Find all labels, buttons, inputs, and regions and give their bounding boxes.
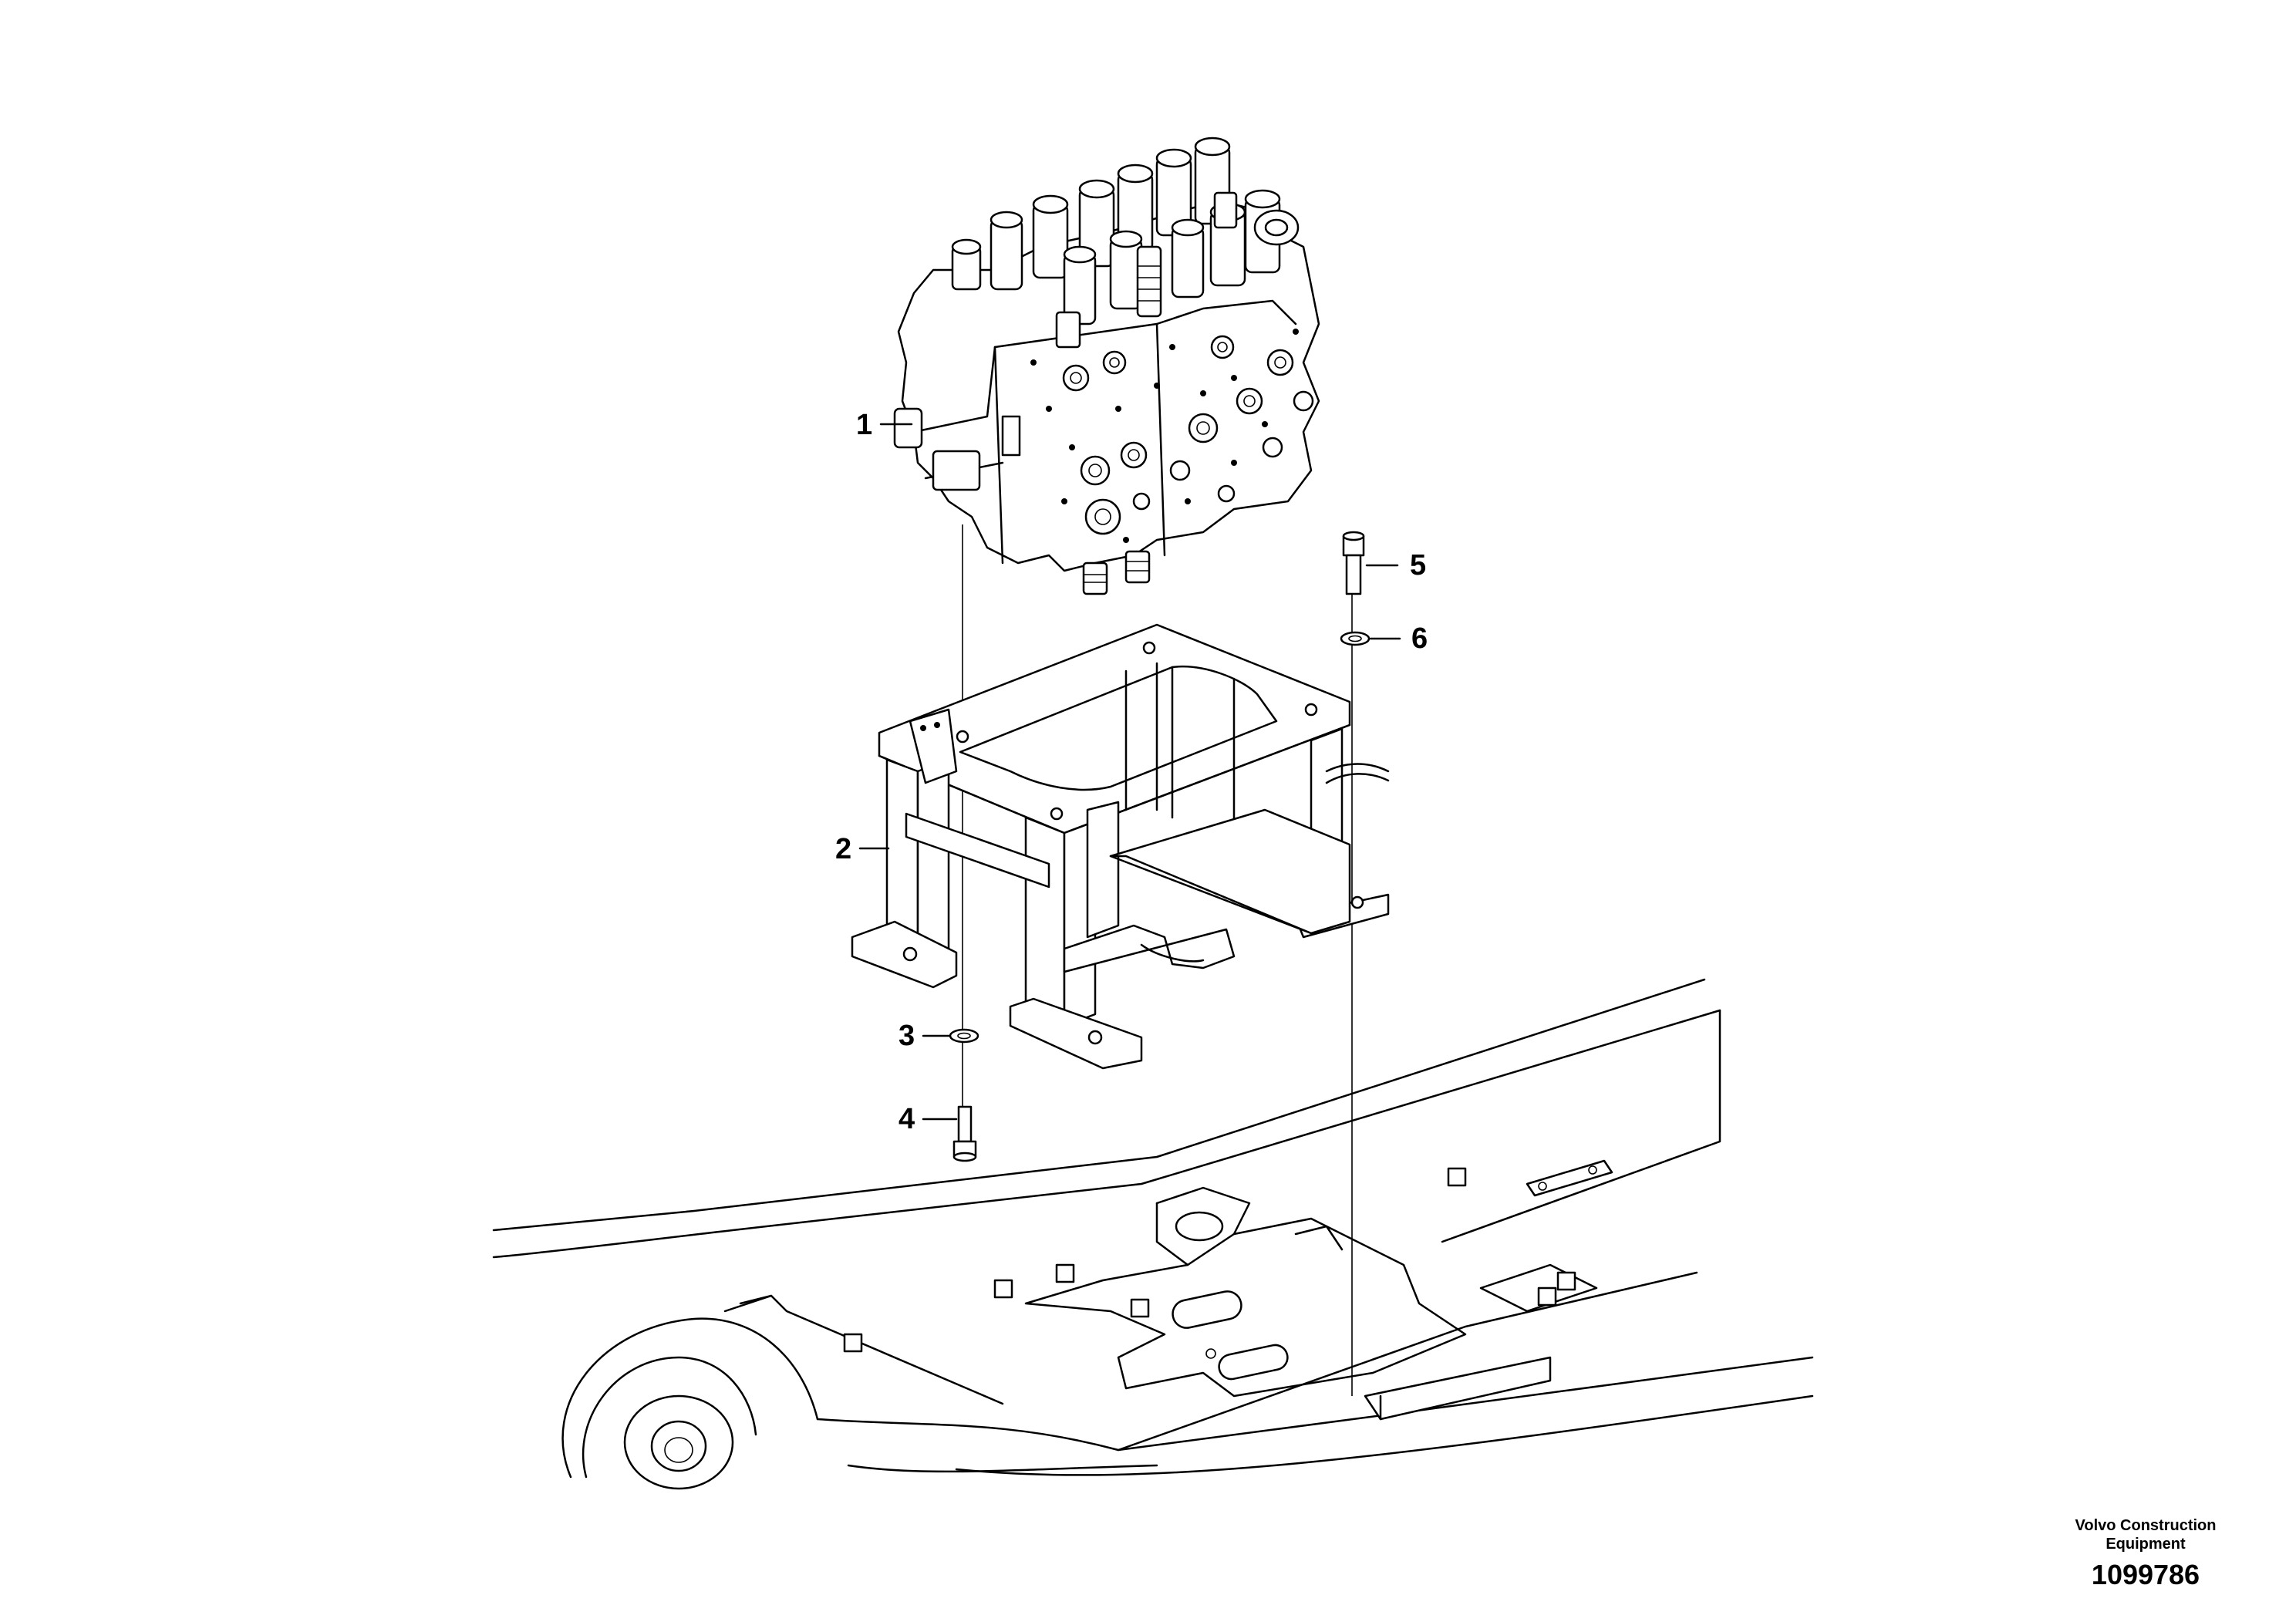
brand-line-2: Equipment (2106, 1536, 2186, 1553)
bolt-item-5 (1342, 531, 1365, 595)
callout-1: 1 (856, 409, 913, 441)
svg-text:3: 3 (899, 1020, 915, 1052)
valve-bolts (1030, 329, 1299, 543)
svg-text:2: 2 (835, 833, 851, 865)
control-valve (893, 137, 1320, 595)
drawing-number: 1099786 (2091, 1559, 2200, 1590)
callout-4: 4 (899, 1103, 958, 1135)
callout-5: 5 (1365, 549, 1426, 582)
upper-frame (492, 978, 1814, 1476)
svg-text:4: 4 (899, 1103, 915, 1135)
frame-mounting-plate (1024, 1186, 1467, 1398)
svg-text:1: 1 (856, 409, 872, 441)
svg-text:6: 6 (1411, 622, 1428, 655)
washer-item-6 (1340, 631, 1371, 646)
callout-6: 6 (1369, 622, 1428, 655)
valve-ports (1062, 335, 1314, 535)
washer-item-3 (949, 1028, 979, 1044)
bolt-item-4 (952, 1105, 977, 1162)
callout-2: 2 (835, 833, 890, 865)
brand-line-1: Volvo Construction (2075, 1517, 2217, 1534)
svg-text:5: 5 (1410, 549, 1426, 582)
frame-brackets (1364, 1159, 1613, 1421)
mounting-bracket (851, 623, 1390, 1070)
frame-nuts (843, 1167, 1467, 1353)
publisher-credit: Volvo Construction Equipment 1099786 (2045, 1516, 2246, 1592)
alignment-lines (962, 524, 1353, 1396)
callout-3: 3 (899, 1020, 952, 1052)
frame-boss (561, 1294, 1004, 1490)
